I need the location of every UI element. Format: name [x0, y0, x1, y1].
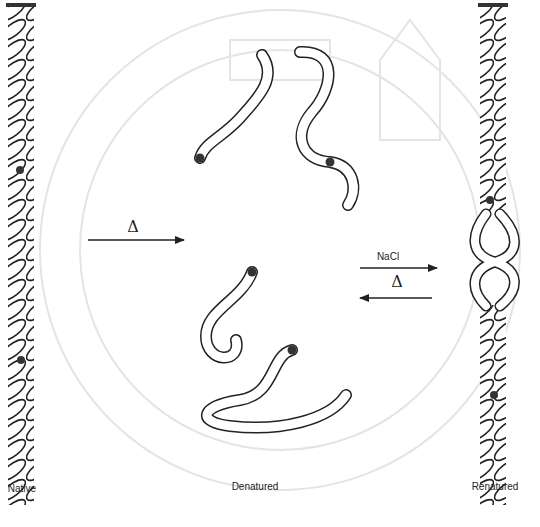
salt-label: NaCl: [377, 252, 399, 262]
state-caption: Renatured: [472, 482, 519, 492]
heat-symbol: Δ: [391, 274, 403, 290]
renatured-helix: [475, 3, 514, 505]
native-helix: [6, 3, 36, 505]
state-caption: Native: [8, 484, 36, 494]
reaction-arrows: [88, 240, 437, 298]
watermark-seal: [40, 10, 520, 490]
state-caption: Denatured: [232, 482, 279, 492]
heat-symbol: Δ: [127, 219, 139, 235]
denatured-strands: [196, 52, 354, 428]
